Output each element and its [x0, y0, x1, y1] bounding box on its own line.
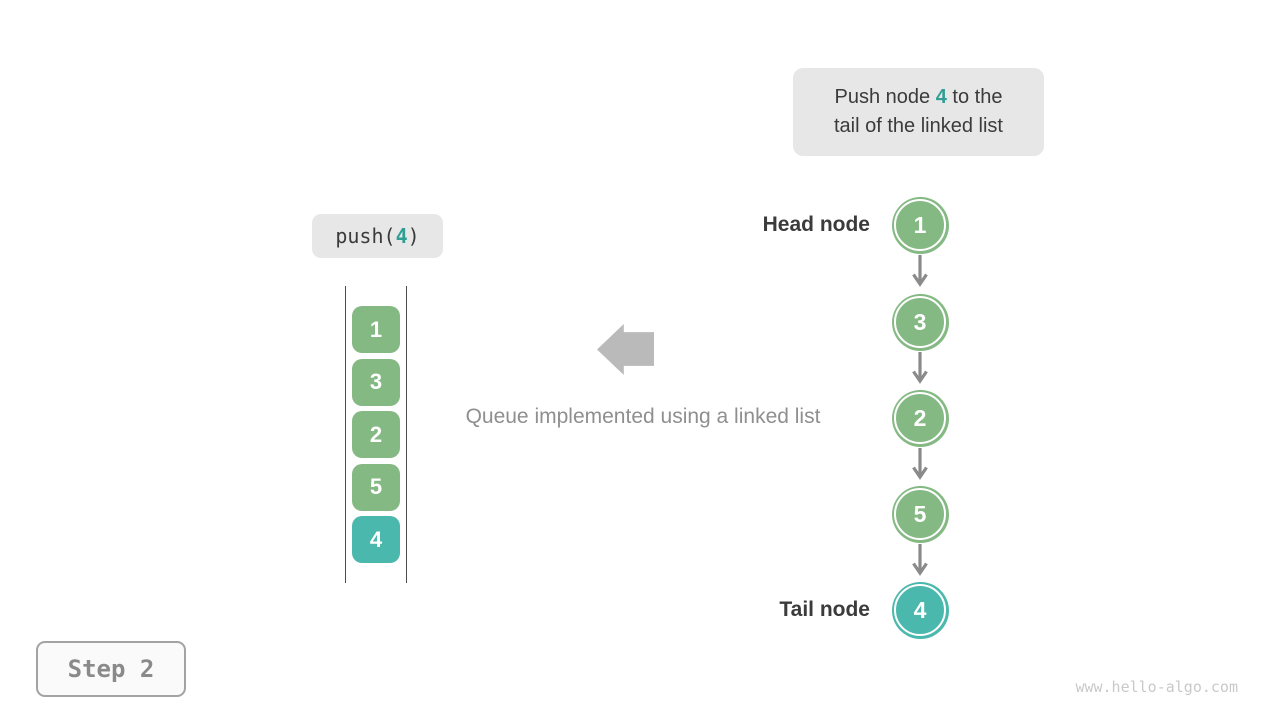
- head-node-label: Head node: [762, 213, 870, 236]
- step-badge-label: Step 2: [67, 655, 155, 683]
- callout-line-2: tail of the linked list: [834, 115, 1003, 137]
- queue-item: 5: [352, 463, 400, 511]
- list-node: 1: [891, 196, 949, 254]
- op-suffix: ): [407, 224, 420, 248]
- left-arrow-icon: [597, 324, 654, 375]
- queue-container-walls: [345, 286, 407, 583]
- diagram-caption: Queue implemented using a linked list: [465, 405, 821, 428]
- op-arg: 4: [395, 224, 408, 248]
- down-arrow-icon: [912, 352, 928, 384]
- callout-text-after: to the: [946, 86, 1003, 108]
- callout-bubble: Push node 4 to the tail of the linked li…: [793, 68, 1044, 156]
- callout-line-1: Push node 4 to the: [835, 83, 1003, 112]
- list-node-value: 1: [913, 211, 927, 238]
- queue-item: 3: [352, 358, 400, 406]
- down-arrow-icon: [912, 448, 928, 480]
- down-arrow-icon: [912, 544, 928, 576]
- queue-items: 1 3 2 5 4: [352, 306, 400, 563]
- queue-item: 2: [352, 411, 400, 458]
- step-badge: Step 2: [36, 641, 186, 697]
- queue-item: 1: [352, 306, 400, 353]
- list-node-value: 5: [913, 500, 927, 527]
- list-node-value: 3: [913, 308, 927, 335]
- tail-node-label: Tail node: [779, 598, 870, 621]
- callout-text-before: Push node: [834, 86, 936, 108]
- list-node: 5: [891, 485, 949, 543]
- watermark: www.hello-algo.com: [1075, 678, 1238, 696]
- list-node: 4: [891, 581, 949, 639]
- list-node-value: 4: [913, 596, 927, 623]
- callout-highlight-value: 4: [935, 86, 947, 108]
- down-arrow-icon: [912, 255, 928, 287]
- list-node: 2: [891, 389, 949, 447]
- list-node-value: 2: [913, 404, 927, 431]
- list-node: 3: [891, 293, 949, 351]
- op-prefix: push(: [335, 224, 396, 248]
- push-operation-label: push(4): [312, 214, 443, 258]
- queue-item: 4: [352, 516, 400, 563]
